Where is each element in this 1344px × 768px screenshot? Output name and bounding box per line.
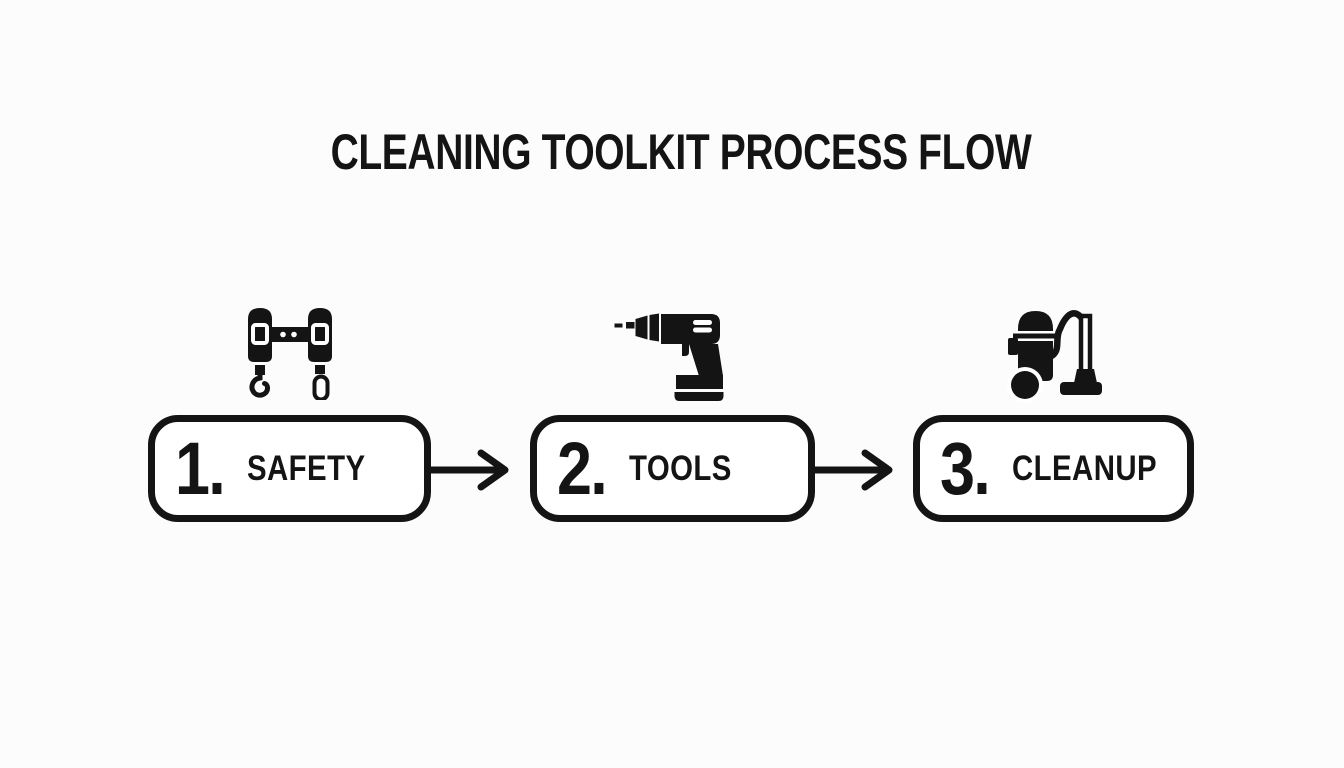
step-number: 1. — [175, 426, 226, 510]
flow-arrow-icon — [813, 449, 893, 491]
tool-belt-icon — [248, 308, 332, 400]
step-label: CLEANUP — [1011, 449, 1157, 488]
step-box-tools: 2. TOOLS — [530, 415, 815, 522]
vacuum-cleaner-icon — [1007, 310, 1102, 403]
step-box-safety: 1. SAFETY — [148, 415, 431, 522]
step-box-cleanup: 3. CLEANUP — [913, 415, 1194, 522]
step-number: 2. — [557, 426, 608, 510]
drill-icon — [614, 313, 724, 401]
step-number: 3. — [940, 426, 991, 510]
flow-arrow-icon — [429, 449, 509, 491]
step-label: SAFETY — [246, 449, 366, 488]
page-title: CLEANING TOOLKIT PROCESS FLOW — [330, 124, 1032, 180]
step-label: TOOLS — [628, 449, 732, 488]
